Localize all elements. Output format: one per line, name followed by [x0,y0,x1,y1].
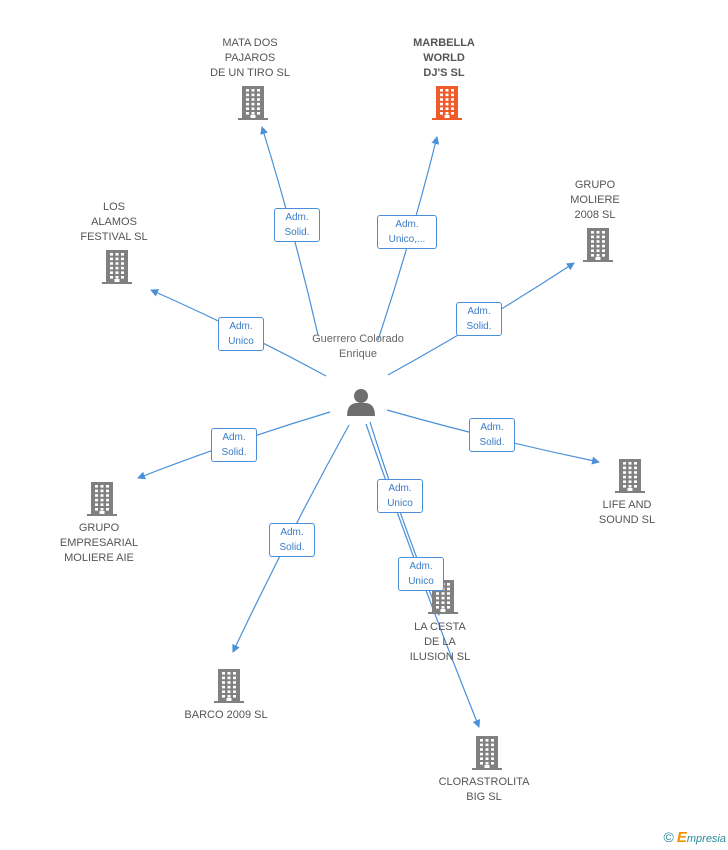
company-label-line: DJ'S SL [423,67,465,79]
brand-initial: E [676,829,687,846]
relation-label-line: Solid. [479,437,505,448]
relation-label-la-cesta[interactable]: Adm. Unico [398,557,444,591]
company-label-marbella[interactable]: MARBELLA WORLD DJ'S SL [374,36,514,81]
relation-label-line: Adm. [285,212,309,223]
company-label-line: ALAMOS [91,216,137,228]
relation-label-life-and-sound[interactable]: Adm. Solid. [469,418,515,452]
brand-rest: mpresia [686,833,726,845]
company-label-life-and-sound[interactable]: LIFE AND SOUND SL [557,498,697,528]
relation-label-line: Adm. [395,219,419,230]
relation-label-mata[interactable]: Adm. Solid. [274,208,320,242]
relation-label-line: Unico,... [388,234,426,245]
company-label-line: LOS [102,201,125,213]
company-label-line: ILUSION SL [409,651,471,663]
relation-label-line: Unico [387,498,413,509]
company-label-line: 2008 SL [574,209,616,221]
company-label-line: GRUPO [78,522,120,534]
relation-label-line: Unico [408,576,434,587]
relation-label-line: Adm. [480,422,504,433]
company-label-clorastrolita[interactable]: CLORASTROLITA BIG SL [414,775,554,805]
building-icon[interactable] [102,250,132,284]
empresia-logo: ©Empresia [664,829,726,846]
company-label-grupo-moliere-2008[interactable]: GRUPO MOLIERE 2008 SL [525,178,665,223]
company-label-line: DE UN TIRO SL [210,67,290,79]
relation-label-line: Adm. [388,483,412,494]
copyright-symbol: © [663,829,674,845]
company-label-mata[interactable]: MATA DOS PAJAROS DE UN TIRO SL [180,36,320,81]
company-label-line: LIFE AND [602,499,652,511]
company-label-line: BARCO 2009 SL [184,709,268,721]
company-label-line: PAJAROS [224,52,276,64]
company-label-line: MARBELLA [413,37,475,49]
company-label-line: GRUPO [574,179,616,191]
person-name-line: Enrique [339,348,377,360]
icons [87,86,645,770]
company-label-line: EMPRESARIAL [59,537,139,549]
relation-label-line: Solid. [466,321,492,332]
edge-la-cesta [369,421,441,616]
company-label-line: LA CESTA [414,621,466,633]
building-icon[interactable] [615,459,645,493]
relation-label-clorastrolita[interactable]: Adm. Unico [377,479,423,513]
company-label-line: MOLIERE AIE [64,552,134,564]
company-label-line: WORLD [423,52,465,64]
company-label-line: BIG SL [466,791,502,803]
relation-label-line: Solid. [279,542,305,553]
company-label-grupo-empresarial[interactable]: GRUPO EMPRESARIAL MOLIERE AIE [29,521,169,566]
relation-label-line: Solid. [221,447,247,458]
relation-label-line: Adm. [280,527,304,538]
company-label-line: SOUND SL [598,514,656,526]
company-label-los-alamos[interactable]: LOS ALAMOS FESTIVAL SL [44,200,184,245]
company-label-line: MOLIERE [570,194,620,206]
person-icon[interactable] [347,389,375,416]
relation-label-line: Adm. [229,321,253,332]
building-icon[interactable] [238,86,268,120]
building-icon[interactable] [87,482,117,516]
company-label-line: CLORASTROLITA [438,776,530,788]
building-icon[interactable] [432,86,462,120]
person-name-line: Guerrero [312,333,357,345]
relation-label-grupo-moliere-2008[interactable]: Adm. Solid. [456,302,502,336]
relation-label-line: Unico [228,336,254,347]
company-label-line: DE LA [424,636,456,648]
company-label-line: FESTIVAL SL [80,231,148,243]
relation-label-marbella[interactable]: Adm. Unico,... [377,215,437,249]
building-icon[interactable] [214,669,244,703]
relation-label-line: Adm. [467,306,491,317]
relation-label-grupo-empresarial[interactable]: Adm. Solid. [211,428,257,462]
building-icon[interactable] [472,736,502,770]
person-name[interactable]: Guerrero Colorado Enrique [308,332,408,362]
relation-label-los-alamos[interactable]: Adm. Unico [218,317,264,351]
company-label-line: MATA DOS [222,37,278,49]
company-label-barco[interactable]: BARCO 2009 SL [156,708,296,723]
relation-label-line: Adm. [222,432,246,443]
relation-label-barco[interactable]: Adm. Solid. [269,523,315,557]
relation-label-line: Adm. [409,561,433,572]
person-name-line: Colorado [359,333,404,345]
building-icon[interactable] [583,228,613,262]
company-label-la-cesta[interactable]: LA CESTA DE LA ILUSION SL [370,620,510,665]
relation-label-line: Solid. [284,227,310,238]
